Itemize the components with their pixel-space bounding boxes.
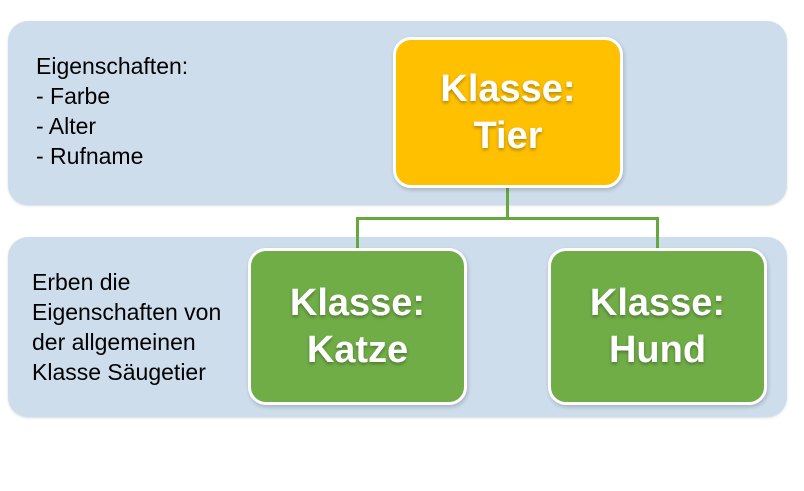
class-hund-label-line2: Hund xyxy=(608,328,707,371)
class-katze-box: Klasse: Katze xyxy=(248,248,467,405)
class-tier-label-line2: Tier xyxy=(473,114,543,157)
class-katze-label-line1: Klasse: xyxy=(289,281,426,324)
inheritance-line: Eigenschaften von xyxy=(32,299,222,325)
class-tier-label-line1: Klasse: xyxy=(440,67,576,110)
inheritance-line: der allgemeinen xyxy=(32,329,196,355)
properties-line: - Farbe xyxy=(36,83,111,109)
connector-parent-stem xyxy=(506,186,509,220)
connector-hund-drop xyxy=(656,217,659,251)
properties-line: - Alter xyxy=(36,113,97,139)
properties-line: - Rufname xyxy=(36,143,144,169)
inheritance-line: Erben die xyxy=(32,269,131,295)
connector-horizontal xyxy=(356,217,659,220)
properties-line: Eigenschaften: xyxy=(36,53,189,79)
inheritance-line: Klasse Säugetier xyxy=(32,359,206,385)
class-hund-box: Klasse: Hund xyxy=(548,248,767,405)
connector-katze-drop xyxy=(356,217,359,251)
inheritance-text: Erben die Eigenschaften von der allgemei… xyxy=(32,267,221,387)
class-hund-label-line1: Klasse: xyxy=(589,281,726,324)
class-katze-label-line2: Katze xyxy=(306,328,409,371)
class-tier-box: Klasse: Tier xyxy=(393,37,623,188)
properties-text: Eigenschaften: - Farbe - Alter - Rufname xyxy=(36,51,188,171)
